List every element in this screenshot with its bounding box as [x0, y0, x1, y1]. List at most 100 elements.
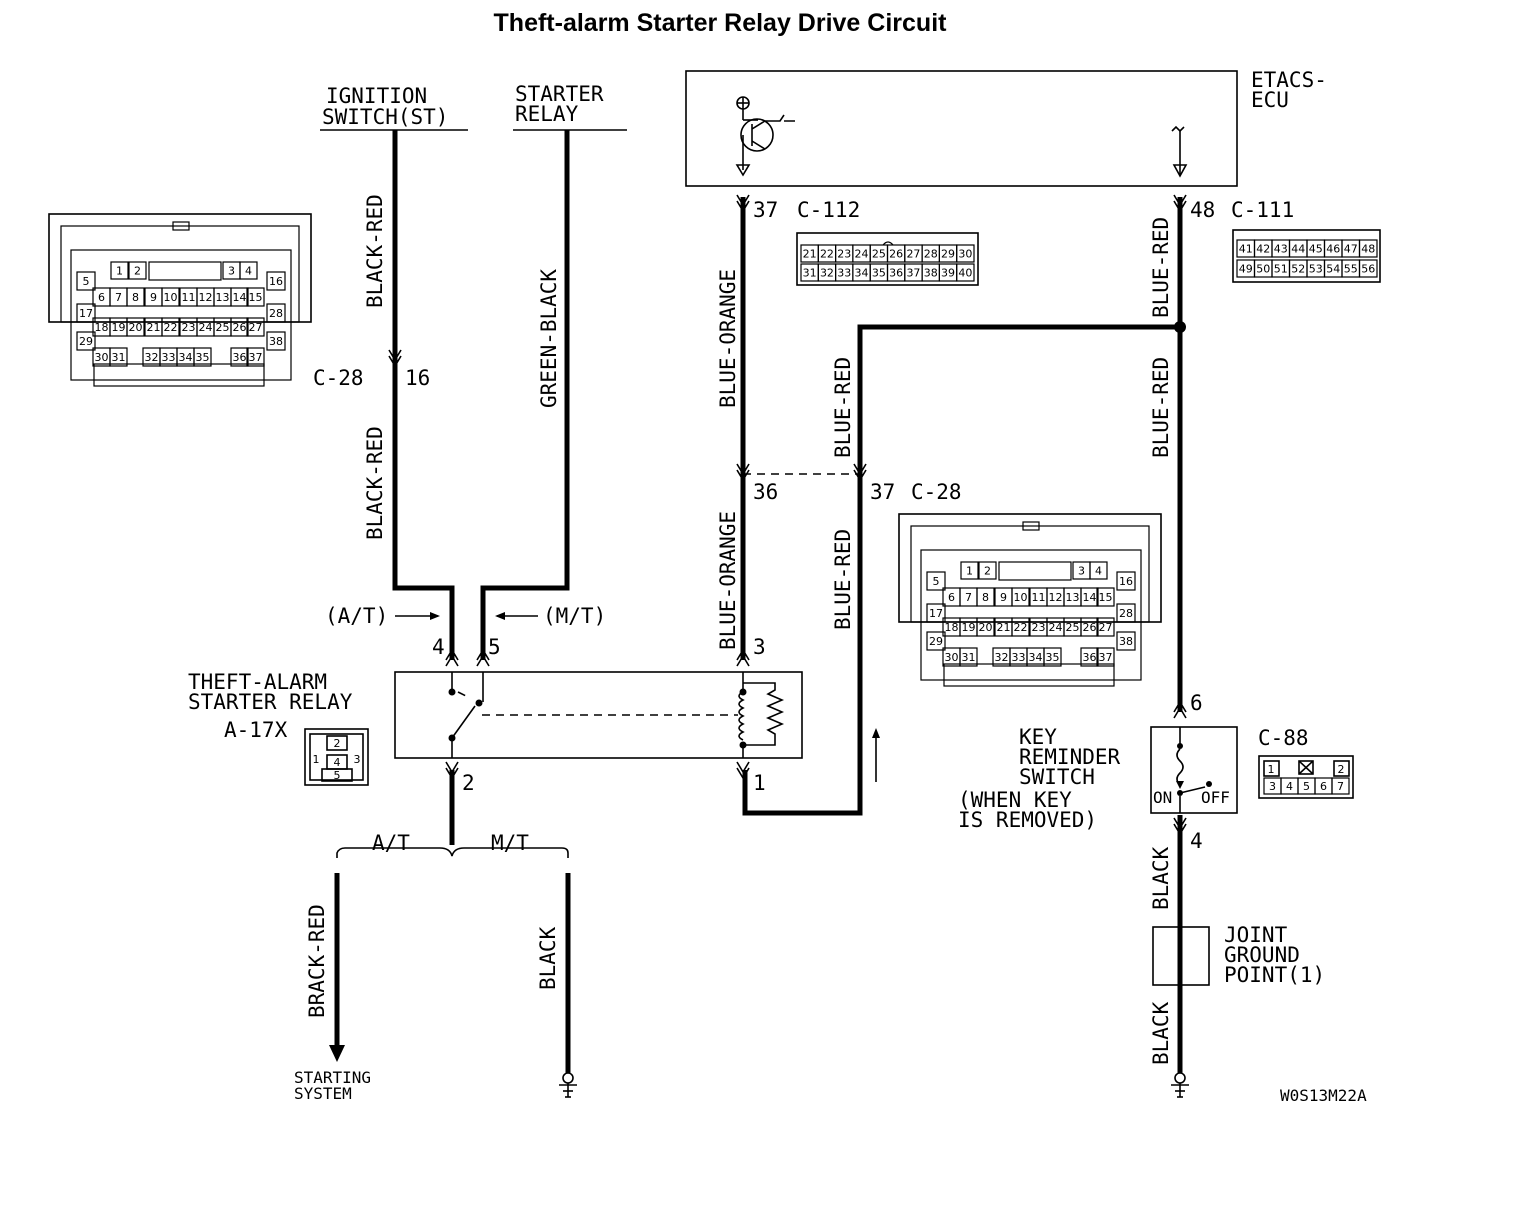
c28-pin: 35 — [196, 351, 210, 364]
wire-starter-relay-to-relay — [480, 130, 570, 660]
c28-pin: 26 — [233, 321, 247, 334]
switch-on-label: ON — [1153, 788, 1172, 807]
c28-pin: 10 — [164, 291, 178, 304]
c88-pin: 5 — [1303, 780, 1310, 793]
c28-pin: 20 — [979, 621, 993, 634]
c28-pin: 28 — [269, 307, 283, 320]
c112-pin: 28 — [924, 248, 938, 261]
c28-pin: 22 — [1014, 621, 1028, 634]
diagram-title: Theft-alarm Starter Relay Drive Circuit — [494, 9, 948, 37]
c112-pin: 27 — [906, 248, 920, 261]
etacs-ecu-box — [685, 70, 1238, 187]
theft-relay-label-2: STARTER RELAY — [188, 690, 353, 714]
c28-pin: 34 — [179, 351, 193, 364]
connector-marks — [388, 194, 1187, 836]
c28-pin: 13 — [1066, 591, 1080, 604]
a17x-pin-2: 2 — [334, 737, 341, 750]
theft-relay-label-1: THEFT-ALARM — [188, 670, 327, 694]
at-mt-bracket — [336, 847, 569, 858]
mt-label: M/T — [491, 831, 529, 855]
c28-pin: 6 — [98, 291, 105, 304]
c112-pin: 23 — [837, 248, 851, 261]
c28-pin: 17 — [79, 307, 93, 320]
c28-pin: 9 — [1000, 591, 1007, 604]
c112-pin: 26 — [889, 248, 903, 261]
joint-ground-label-3: POINT(1) — [1224, 963, 1325, 987]
c28-pin: 22 — [164, 321, 178, 334]
c28-pin: 4 — [1095, 565, 1102, 578]
starting-system-label-1: STARTING — [294, 1068, 371, 1087]
key-switch-box — [1150, 726, 1238, 814]
ecu-input-icon — [1171, 125, 1188, 178]
wire-label-blue-orange-2: BLUE-ORANGE — [716, 511, 740, 650]
c28-pin: 14 — [1083, 591, 1097, 604]
at-label: A/T — [372, 831, 410, 855]
c28-pin: 26 — [1083, 621, 1097, 634]
key-switch-label-4: (WHEN KEY — [958, 788, 1072, 812]
c111-pin: 45 — [1309, 243, 1323, 256]
c28-pin: 17 — [929, 607, 943, 620]
arrow-up-icon — [872, 728, 880, 738]
pin-3-relay: 3 — [753, 635, 766, 659]
connector-c111: C-111 — [1231, 198, 1294, 222]
a17x-pin-5: 5 — [334, 769, 341, 782]
c88-pin: 4 — [1286, 780, 1293, 793]
c28-pin: 4 — [245, 265, 252, 278]
wire-label-blue-red-1: BLUE-RED — [831, 357, 855, 458]
c112-pin: 25 — [872, 248, 886, 261]
c28-pin: 25 — [1066, 621, 1080, 634]
c28-pin: 18 — [95, 321, 109, 334]
key-switch-label-1: KEY — [1019, 725, 1057, 749]
c28-pin: 29 — [79, 335, 93, 348]
c111-pin: 42 — [1256, 243, 1270, 256]
c112-pin: 40 — [958, 267, 972, 280]
c88-pin: 6 — [1320, 780, 1327, 793]
c28-pin: 37 — [1099, 651, 1113, 664]
pin-48: 48 — [1190, 198, 1215, 222]
c111-pin: 46 — [1326, 243, 1340, 256]
c28-pin: 32 — [145, 351, 159, 364]
pin-37-c28: 37 — [870, 480, 895, 504]
c112-pin: 37 — [906, 267, 920, 280]
relay-switch-icon — [448, 672, 484, 758]
arrow-left-icon — [495, 612, 505, 620]
c28-pin: 31 — [112, 351, 126, 364]
a17x-pin-3: 3 — [354, 753, 361, 766]
at-arrow-label: (A/T) — [325, 604, 388, 628]
c88-pin: 7 — [1337, 780, 1344, 793]
c28-pin: 30 — [95, 351, 109, 364]
c28-pin: 5 — [83, 275, 90, 288]
c28-pin: 38 — [1119, 635, 1133, 648]
ground-icon — [559, 1072, 577, 1098]
switch-off-label: OFF — [1201, 788, 1230, 807]
c28-pin: 14 — [233, 291, 247, 304]
c28-pin: 12 — [1049, 591, 1063, 604]
c28-pin: 1 — [966, 565, 973, 578]
c28-pin: 11 — [182, 291, 196, 304]
wire-label-black-1: BLACK — [1149, 846, 1173, 910]
c88-pin: 3 — [1269, 780, 1276, 793]
c28-pin: 3 — [228, 265, 235, 278]
key-switch-label-2: REMINDER — [1019, 745, 1121, 769]
wire-label-black-2: BLACK — [1149, 1001, 1173, 1065]
transistor-icon — [735, 96, 795, 177]
c28-pin: 6 — [948, 591, 955, 604]
c28-pin: 7 — [965, 591, 972, 604]
c28-pin: 5 — [933, 575, 940, 588]
ignition-switch-label-1: IGNITION — [326, 84, 427, 108]
arrow-right-icon — [430, 612, 440, 620]
c28-pin: 21 — [997, 621, 1011, 634]
pin-16: 16 — [405, 366, 430, 390]
joint-ground-box — [1152, 926, 1210, 986]
wire-label-black-3: BLACK — [536, 926, 560, 990]
c28-pin: 16 — [269, 275, 283, 288]
a17x-connector: 2 1 4 3 5 — [304, 728, 369, 786]
c111-pin: 55 — [1344, 263, 1358, 276]
c28-pin: 24 — [199, 321, 213, 334]
c112-pin: 24 — [855, 248, 869, 261]
c28-pin: 21 — [147, 321, 161, 334]
pin-37-c112: 37 — [753, 198, 778, 222]
